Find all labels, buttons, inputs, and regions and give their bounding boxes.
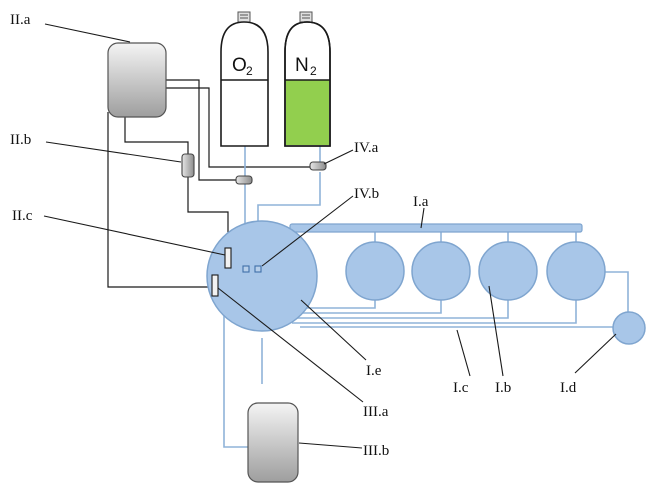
control-wiring [107,79,310,288]
controller-tank-II-a [107,42,167,118]
gas-tubing [223,146,629,448]
sample-sphere-3 [478,241,538,301]
cylinder-valve-icon [299,11,313,23]
oxygen-subscript: 2 [246,64,253,78]
tank-III-b [247,402,299,483]
cylinder-nitrogen [284,11,331,147]
sensor-port-1 [242,265,250,273]
label-IV-a: IV.a [354,140,379,156]
probe-II-c [224,247,232,269]
cylinder-oxygen [220,11,269,147]
label-I-c: I.c [453,380,469,396]
sensor-port-2 [254,265,262,273]
label-II-c: II.c [12,208,33,224]
oxygen-symbol: O [232,55,247,76]
nitrogen-symbol: N [295,55,309,76]
label-III-b: III.b [363,443,389,459]
label-I-b: I.b [495,380,511,396]
sample-sphere-4 [546,241,606,301]
label-I-e: I.e [366,363,382,379]
label-IV-b: IV.b [354,186,379,202]
valve-O2-line [235,175,253,185]
label-I-d: I.d [560,380,577,396]
label-II-a: II.a [10,12,31,28]
valve-II-b [181,153,195,178]
label-III-a: III.a [363,404,389,420]
label-II-b: II.b [10,132,31,148]
probe-III-a [211,274,219,297]
label-I-a: I.a [413,194,429,210]
nitrogen-subscript: 2 [310,64,317,78]
sample-sphere-2 [411,241,471,301]
cylinder-valve-icon [237,11,251,23]
main-chamber [206,220,318,332]
small-sphere [612,311,646,345]
sample-sphere-1 [345,241,405,301]
valve-IV-a [309,161,327,171]
manifold-pipe [289,223,583,233]
leader-lines [43,23,617,449]
